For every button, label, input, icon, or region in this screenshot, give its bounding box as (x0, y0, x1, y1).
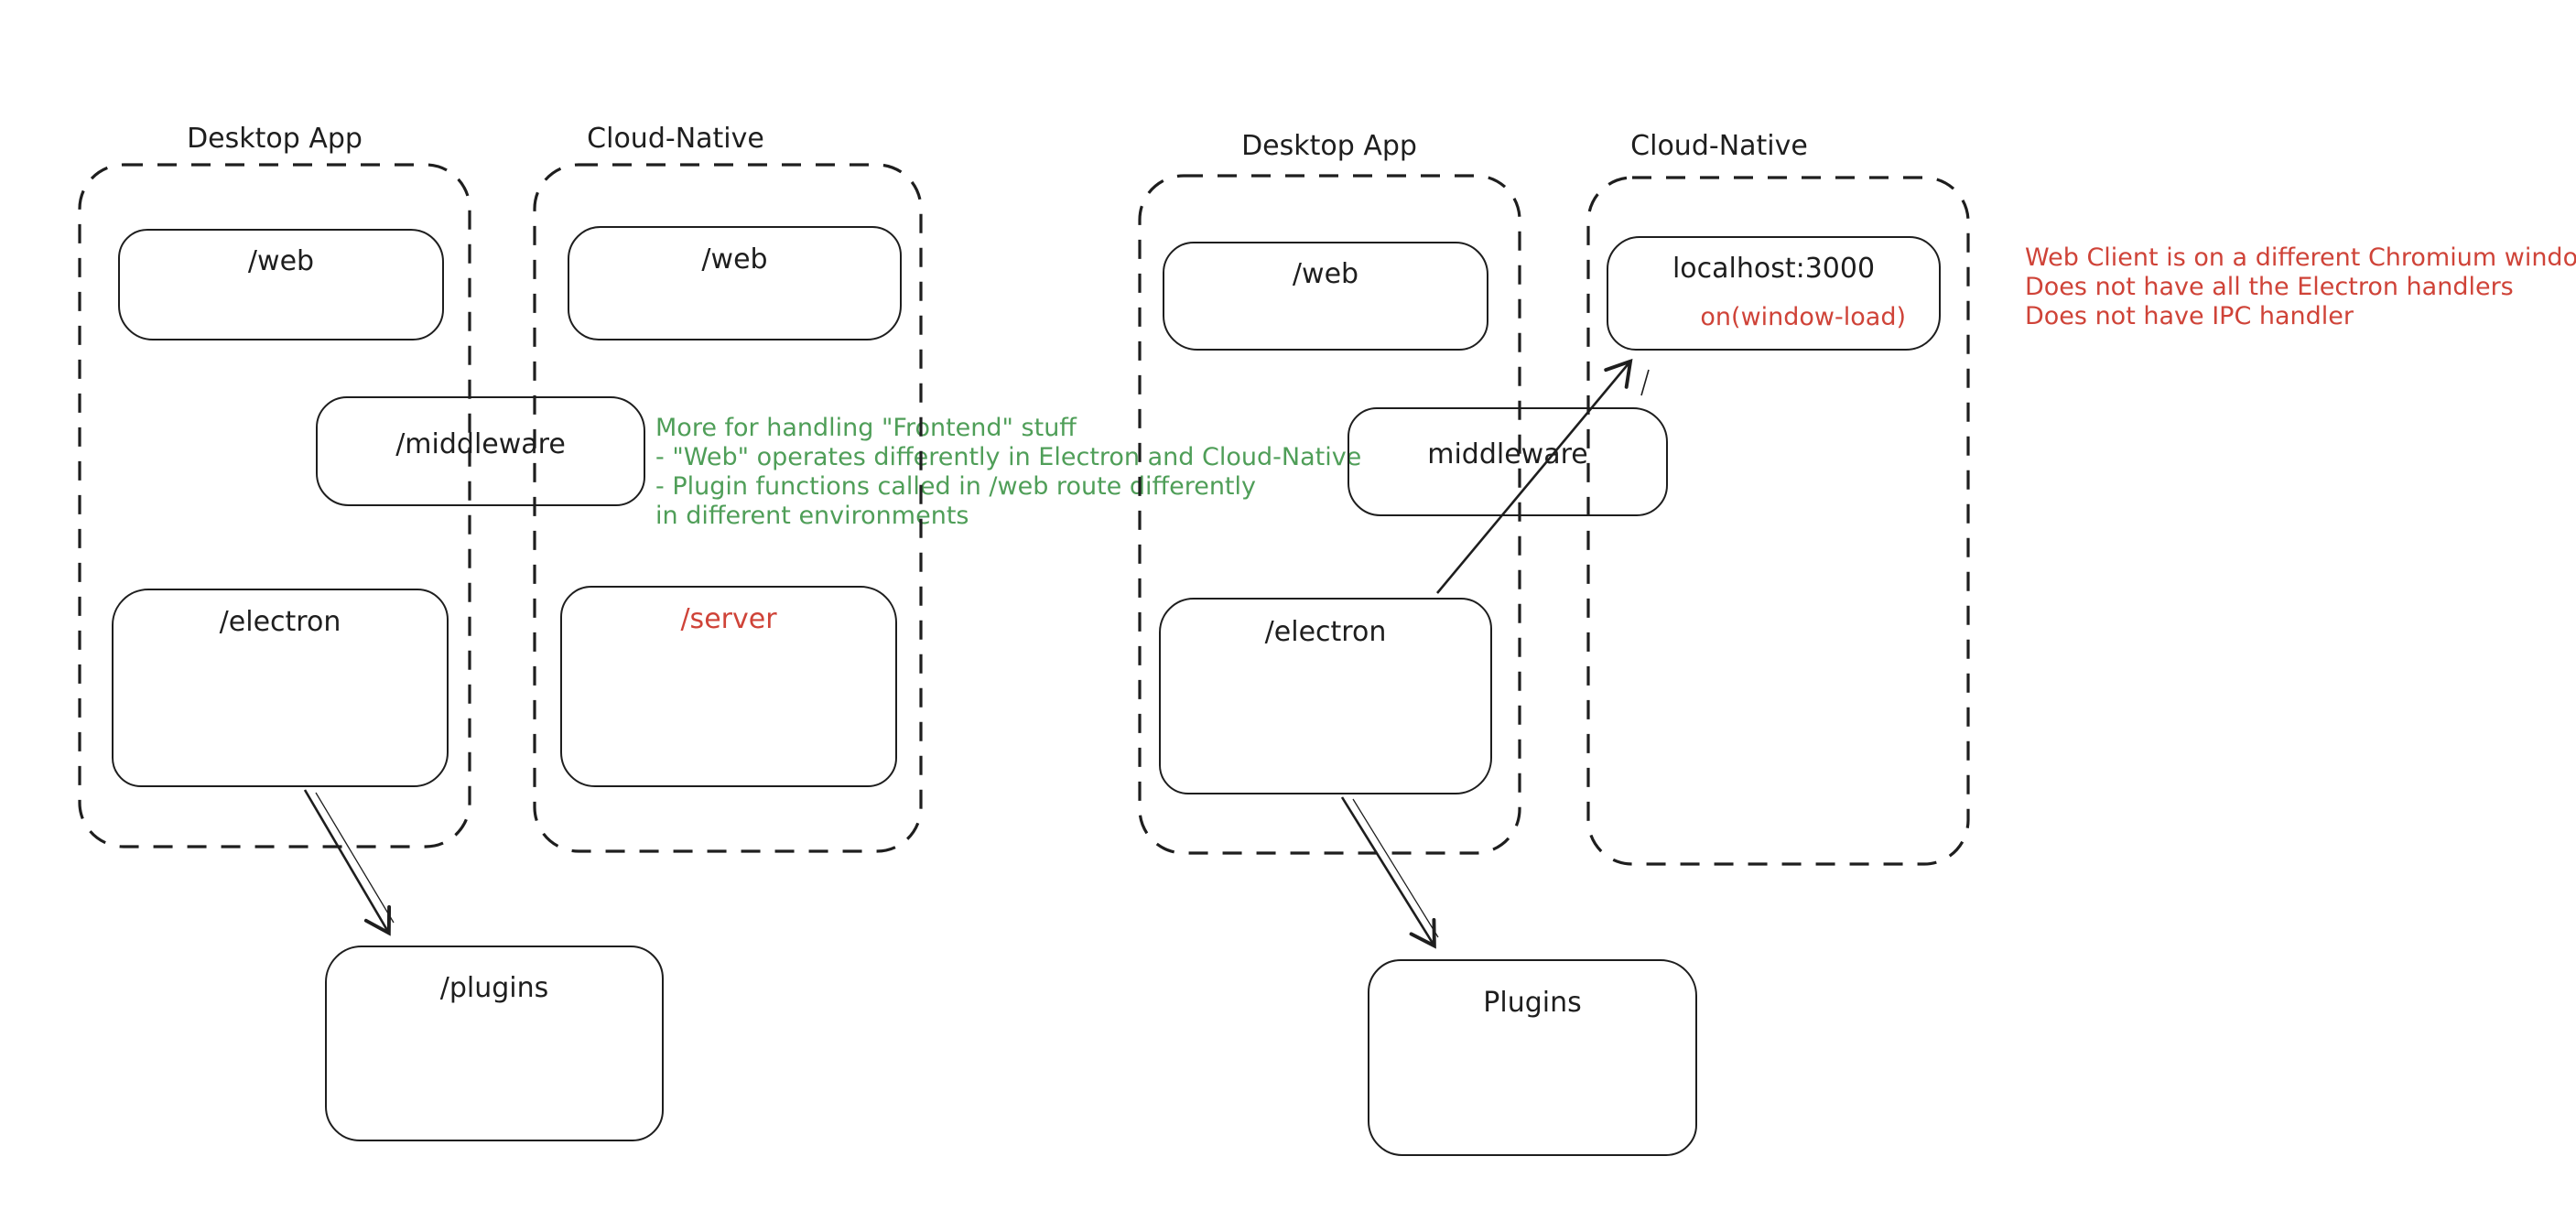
left-middleware-label: /middleware (395, 428, 566, 460)
left-server-box: /server (560, 586, 897, 787)
left-middleware-box: /middleware (316, 396, 645, 506)
right-electron-box: /electron (1159, 598, 1492, 794)
left-plugins-box: /plugins (325, 946, 664, 1141)
right-group-note: Web Client is on a different Chromium wi… (2025, 243, 2576, 331)
arrow-left-electron-to-plugins (303, 789, 392, 936)
left-group-note: More for handling "Frontend" stuff - "We… (655, 414, 1361, 531)
note-line: Does not have IPC handler (2025, 302, 2354, 330)
note-line: - Plugin functions called in /web route … (655, 472, 1257, 501)
right-localhost-label: localhost:3000 (1672, 253, 1876, 285)
note-line: More for handling "Frontend" stuff (655, 414, 1077, 442)
arrow-left-electron-to-plugins-sketch-stroke (315, 792, 395, 924)
note-line: Does not have all the Electron handlers (2025, 273, 2514, 301)
note-line: in different environments (655, 502, 969, 530)
arrow-right-electron-to-plugins (1340, 796, 1436, 949)
note-line: Web Client is on a different Chromium wi… (2025, 243, 2576, 272)
right-middleware-label: middleware (1427, 438, 1588, 470)
left-plugins-label: /plugins (439, 972, 549, 1004)
left-desktop-app-label: Desktop App (187, 123, 363, 155)
arrow-right-electron-to-localhost-sketch-stroke (1640, 369, 1650, 396)
right-middleware-box: middleware (1348, 407, 1668, 516)
left-desktop-web-box: /web (118, 229, 444, 340)
left-server-label: /server (680, 603, 777, 635)
left-cloud-web-label: /web (701, 243, 768, 276)
right-cloud-native-label: Cloud-Native (1630, 130, 1808, 162)
right-plugins-label: Plugins (1483, 987, 1582, 1019)
right-desktop-app-label: Desktop App (1241, 130, 1417, 162)
right-plugins-box: Plugins (1368, 959, 1697, 1156)
right-desktop-web-box: /web (1163, 242, 1488, 351)
left-electron-box: /electron (112, 589, 449, 787)
left-desktop-web-label: /web (247, 245, 315, 277)
note-line: - "Web" operates differently in Electron… (655, 443, 1362, 471)
right-desktop-web-label: /web (1292, 258, 1359, 290)
right-electron-label: /electron (1264, 616, 1387, 648)
arrow-right-electron-to-plugins-sketch-stroke (1352, 798, 1439, 938)
right-localhost-handler-label: on(window-load) (1700, 303, 1906, 331)
right-localhost-box: localhost:3000 on(window-load) (1607, 236, 1941, 351)
left-electron-label: /electron (219, 606, 341, 638)
left-cloud-web-box: /web (568, 226, 902, 340)
left-cloud-native-label: Cloud-Native (587, 123, 764, 155)
